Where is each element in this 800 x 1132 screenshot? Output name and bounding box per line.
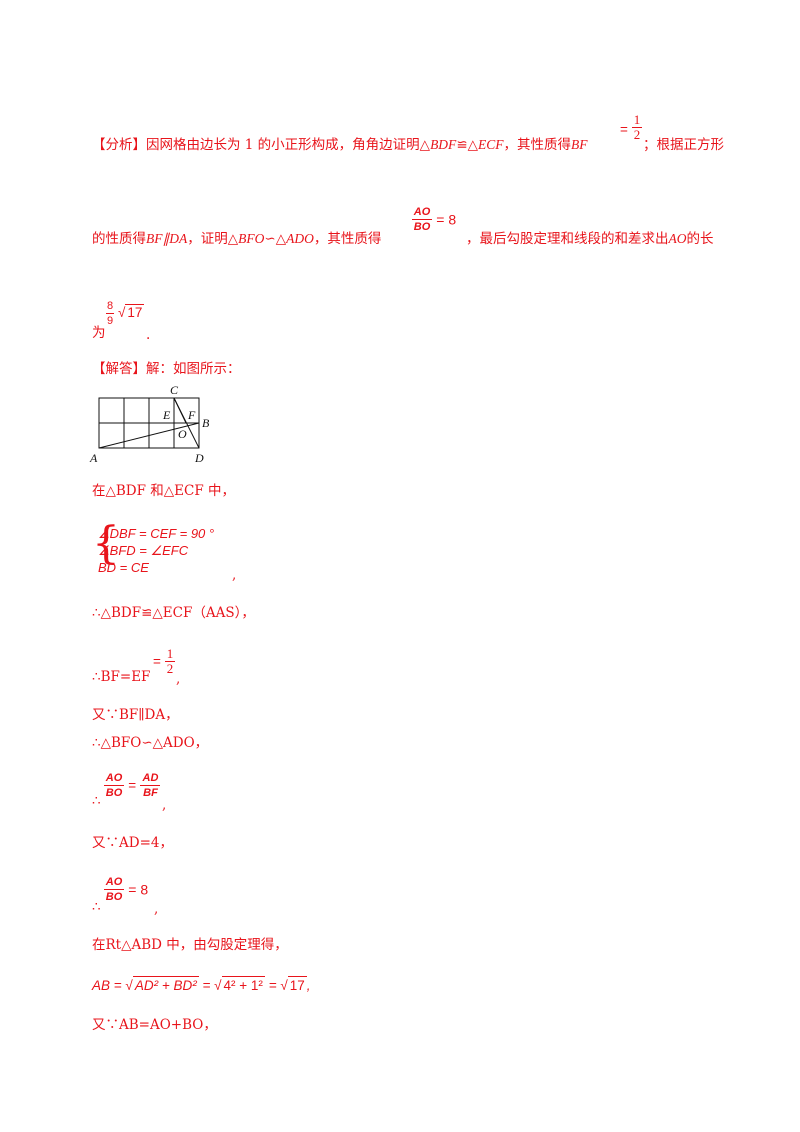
denominator: BO	[105, 787, 123, 799]
system-eq-2: ∠BFD = ∠EFC	[98, 543, 189, 558]
label-E: E	[162, 408, 171, 422]
fraction: AO BO	[104, 876, 124, 903]
congruent-sign: ≌△	[456, 137, 479, 153]
triangle-name: BFO	[238, 231, 265, 246]
equals-sign: =	[620, 122, 628, 137]
radicand: 4² + 1²	[221, 976, 265, 993]
equals-sign: =	[198, 978, 215, 993]
comma: ,	[176, 671, 181, 687]
solution-step-5: ∴△BFO∽△ADO，	[92, 735, 209, 751]
analysis-text: 的长	[686, 231, 714, 247]
solution-step-4: 又∵BF∥DA，	[92, 707, 179, 723]
analysis-text: 因网格由边长为 1 的小正形构成，角角边证明△	[146, 137, 431, 153]
solution-step-11: 又∵AB=AO+BO，	[92, 1017, 217, 1033]
radicand: AD² + BD²	[132, 976, 199, 993]
solution-tag: 【解答】	[92, 361, 146, 377]
denominator: 9	[106, 315, 114, 327]
triangle-name: ECF	[478, 137, 504, 152]
equals-eight: = 8	[128, 881, 149, 898]
analysis-text: ，最后勾股定理和线段的和差求出	[466, 231, 669, 247]
system-eq-1: ∠DBF = CEF = 90 °	[98, 526, 215, 541]
denominator: 2	[166, 661, 174, 676]
system-eq-3: BD = CE	[98, 560, 149, 575]
solution-step-3: ∴BF=EF	[92, 669, 151, 685]
brace: {	[92, 518, 120, 569]
analysis-line-2-tail: ，最后勾股定理和线段的和差求出AO的长	[466, 230, 714, 248]
analysis-fraction-3: 8 9	[106, 300, 114, 327]
triangle-name: ADO	[286, 231, 314, 246]
analysis-text: ，其性质得	[313, 231, 382, 247]
label-A: A	[89, 451, 98, 465]
triangle-name: BDF	[430, 137, 457, 152]
analysis-line-1: 【分析】因网格由边长为 1 的小正形构成，角角边证明△BDF≌△ECF，其性质得…	[92, 136, 588, 154]
solution-step-7: 又∵AD=4，	[92, 835, 173, 851]
label-B: B	[202, 416, 210, 430]
analysis-text: ，证明△	[187, 231, 239, 247]
solution-step-2: ∴△BDF≌△ECF（AAS），	[92, 605, 255, 621]
analysis-text: ；根据正方形	[643, 137, 724, 153]
pythagoras-equation: AB = √AD² + BD² = √4² + 1² = √17,	[92, 976, 311, 993]
numerator: AD	[142, 772, 159, 784]
comma: ,	[162, 797, 167, 813]
label-C: C	[170, 383, 179, 397]
equals-sign: =	[264, 978, 281, 993]
analysis-fraction-2: AO BO = 8	[412, 206, 456, 233]
denominator: BF	[143, 787, 158, 799]
numerator: AO	[413, 206, 431, 218]
comma: ,	[154, 901, 159, 917]
segment-name: BF	[571, 137, 588, 152]
equals-sign: =	[153, 654, 161, 669]
label-O: O	[178, 427, 187, 441]
fraction: AD BF	[140, 772, 161, 799]
grid-figure: C E F B O A D	[89, 383, 210, 465]
ratio-equation: AO BO = AD BF	[104, 772, 161, 799]
numerator: AO	[105, 772, 123, 784]
numerator: 1	[166, 646, 174, 661]
equation-part: AB =	[92, 978, 126, 993]
analysis-text: 为	[92, 325, 106, 341]
analysis-tag: 【分析】	[92, 137, 146, 153]
fraction: 1 2	[632, 112, 642, 142]
parallel-statement: BF∥DA	[146, 231, 188, 246]
radicand: 17	[287, 976, 307, 993]
comma: ,	[306, 978, 311, 993]
numerator: 8	[106, 300, 114, 312]
comma: ,	[232, 567, 237, 583]
fraction: 1 2	[165, 646, 175, 676]
fraction: 8 9	[106, 300, 114, 327]
denominator: 2	[633, 127, 641, 142]
period: .	[146, 327, 151, 343]
denominator: BO	[105, 891, 123, 903]
radicand: 17	[125, 304, 145, 320]
solution-step-9: 在Rt△ABD 中，由勾股定理得，	[92, 937, 288, 953]
therefore-sign: ∴	[92, 899, 101, 915]
label-D: D	[194, 451, 204, 465]
analysis-line-2: 的性质得BF∥DA，证明△BFO∽△ADO，其性质得	[92, 230, 381, 248]
denominator: BO	[413, 221, 431, 233]
solution-step-1: 在△BDF 和△ECF 中，	[92, 483, 236, 499]
label-F: F	[187, 408, 196, 422]
analysis-text: 的性质得	[92, 231, 146, 247]
equals-sign: =	[128, 778, 137, 793]
fraction: AO BO	[104, 772, 124, 799]
analysis-text: ，其性质得	[503, 137, 572, 153]
solution-header: 【解答】解：如图所示：	[92, 360, 241, 378]
similar-sign: ∽△	[264, 231, 287, 247]
fraction: AO BO	[412, 206, 432, 233]
segment-name: AO	[668, 231, 687, 246]
therefore-sign: ∴	[92, 793, 101, 809]
ratio-equals-eight: AO BO = 8	[104, 876, 148, 903]
numerator: 1	[633, 112, 641, 127]
solution-intro: 解：如图所示：	[146, 361, 241, 377]
equals-eight: = 8	[436, 211, 457, 228]
analysis-radical: √17	[118, 304, 145, 320]
numerator: AO	[105, 876, 123, 888]
